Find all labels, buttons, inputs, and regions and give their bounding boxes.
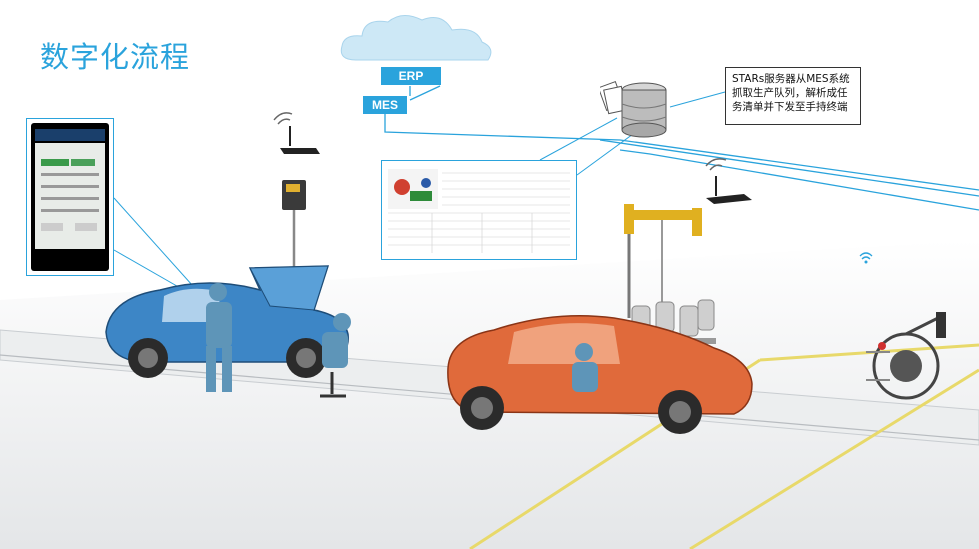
fixture-tool-icon (866, 312, 946, 400)
network-line (384, 114, 979, 191)
wifi-router-icon (705, 158, 752, 204)
network-line (599, 139, 979, 197)
wifi-signal-icon (859, 252, 873, 264)
callout-line (539, 117, 618, 161)
page-title: 数字化流程 (40, 40, 191, 74)
erp-box: ERP (381, 67, 441, 85)
handheld-terminal-icon (26, 118, 114, 276)
database-server-icon (600, 81, 667, 138)
wifi-router-icon (273, 112, 320, 154)
task-list-document (381, 160, 577, 260)
mes-box: MES (363, 96, 407, 114)
workers (206, 283, 351, 398)
document-preview (388, 169, 570, 253)
network-line (409, 85, 441, 101)
callout-line (669, 91, 726, 108)
orange-car-body (447, 315, 753, 434)
network-line (619, 149, 979, 211)
cloud-icon (340, 15, 492, 61)
callout-box: STARs服务器从MES系统抓取生产队列，解析成任务清单并下发至手持终端 (725, 67, 861, 125)
floor-line (689, 368, 979, 549)
